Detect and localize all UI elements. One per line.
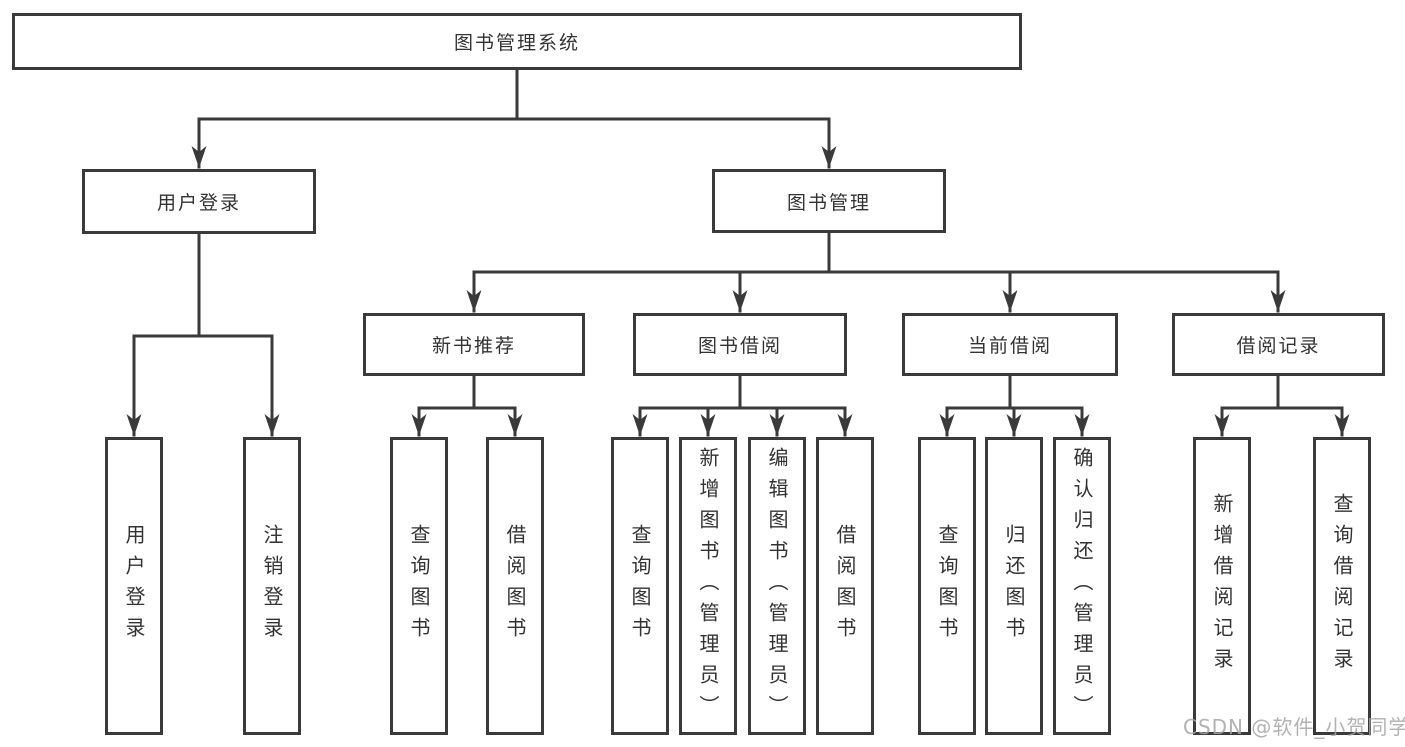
node-leaf-logout: 注销登录 — [243, 437, 301, 735]
node-module-current-borrow: 当前借阅 — [902, 313, 1118, 376]
node-leaf-query-borrow-record: 查询借阅记录 — [1313, 437, 1371, 735]
node-branch-user-login: 用户登录 — [82, 169, 316, 234]
node-leaf-borrow-books: 借阅图书 — [816, 437, 874, 735]
node-module-borrow-records: 借阅记录 — [1172, 313, 1385, 376]
connector-bookborrow-to-leaves — [632, 374, 853, 437]
node-root-system: 图书管理系统 — [12, 13, 1022, 70]
node-module-new-book-recommend: 新书推荐 — [363, 313, 585, 376]
node-module-book-borrow: 图书借阅 — [633, 313, 847, 376]
connector-currentborrow-to-leaves — [939, 374, 1090, 437]
node-leaf-add-borrow-record: 新增借阅记录 — [1193, 437, 1251, 735]
node-leaf-add-books-admin: 新增图书（管理员） — [679, 437, 737, 735]
connector-bookmgmt-to-level3 — [466, 231, 1286, 313]
node-leaf-borrow-books-recommend: 借阅图书 — [486, 437, 544, 735]
connector-root-to-level2 — [191, 68, 837, 169]
node-branch-book-management: 图书管理 — [712, 169, 946, 233]
node-leaf-edit-books-admin: 编辑图书（管理员） — [748, 437, 806, 735]
node-leaf-return-books: 归还图书 — [985, 437, 1043, 735]
node-leaf-query-books-recommend: 查询图书 — [390, 437, 448, 735]
csdn-watermark: CSDN @软件_小贺同学 — [1183, 715, 1405, 739]
connector-userlogin-to-leaves — [126, 232, 280, 437]
node-leaf-user-login: 用户登录 — [105, 437, 163, 735]
connector-newbooks-to-leaves — [411, 374, 523, 437]
node-leaf-query-books-borrow: 查询图书 — [611, 437, 669, 735]
connector-borrowrecords-to-leaves — [1214, 374, 1350, 437]
node-leaf-query-books-current: 查询图书 — [918, 437, 976, 735]
node-leaf-confirm-return-admin: 确认归还（管理员） — [1053, 437, 1111, 735]
